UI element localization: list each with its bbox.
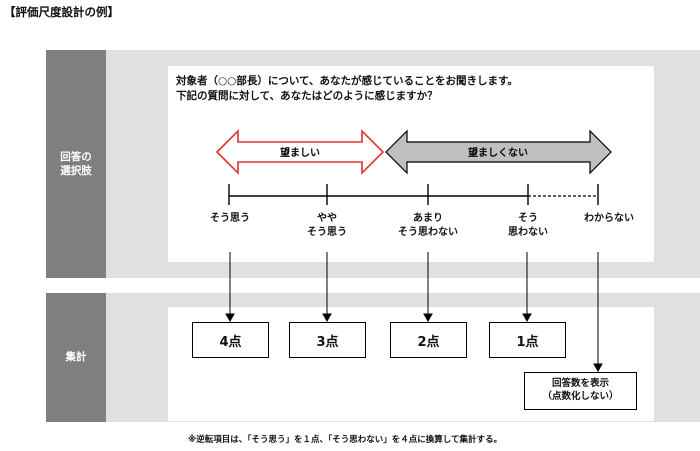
- option-agree-line: そう思う: [210, 213, 250, 224]
- score-box-1: 1点: [489, 322, 566, 358]
- flow-arrowhead: [522, 313, 532, 323]
- desirable-arrow-label: 望ましい: [280, 146, 320, 159]
- option-somewhat-agree-line-1: やや: [317, 213, 337, 224]
- footnote: ※逆転項目は、「そう思う」を１点、「そう思わない」を４点に換算して集計する。: [188, 435, 503, 445]
- response-count-box: 回答数を表示 （点数化しない）: [524, 372, 637, 410]
- tally-label-text: 集計: [65, 351, 87, 364]
- question-text: 対象者（○○部長）について、あなたが感じていることをお聞きします。 下記の質問に…: [176, 74, 518, 104]
- flow-arrowhead: [423, 313, 433, 323]
- flow-arrowhead: [322, 313, 332, 323]
- option-somewhat-agree: やや そう思う: [307, 212, 347, 239]
- option-dont-know-line: わからない: [584, 213, 634, 224]
- tally-section-label: 集計: [46, 293, 106, 422]
- answer-section-label: 回答の 選択肢: [46, 50, 106, 278]
- question-line-2: 下記の質問に対して、あなたはどのように感じますか？: [176, 90, 438, 103]
- response-count-line-2: （点数化しない）: [542, 391, 619, 402]
- answer-label-line-1: 回答の: [60, 150, 92, 163]
- score-box-2: 2点: [390, 322, 467, 358]
- question-line-1: 対象者（○○部長）について、あなたが感じていることをお聞きします。: [176, 75, 518, 87]
- page-title: 【評価尺度設計の例】: [4, 5, 119, 19]
- flow-arrowhead: [593, 363, 603, 373]
- score-box-4: 4点: [192, 322, 269, 358]
- option-somewhat-disagree-line-2: そう思わない: [398, 226, 458, 238]
- option-dont-know: わからない: [584, 212, 634, 226]
- answer-label-line-2: 選択肢: [60, 165, 92, 177]
- option-somewhat-disagree-line-1: あまり: [413, 213, 443, 224]
- option-agree: そう思う: [210, 212, 250, 226]
- option-disagree-line-1: そう: [518, 213, 538, 224]
- option-disagree-line-2: 思わない: [508, 226, 548, 238]
- question-panel: [168, 66, 654, 262]
- option-disagree: そう 思わない: [508, 212, 548, 239]
- undesirable-arrow: [385, 129, 612, 175]
- desirable-arrow: [215, 129, 385, 175]
- flow-arrowhead: [225, 313, 235, 323]
- option-somewhat-agree-line-2: そう思う: [307, 226, 347, 238]
- score-box-3: 3点: [289, 322, 366, 358]
- undesirable-arrow-label: 望ましくない: [468, 146, 528, 159]
- option-somewhat-disagree: あまり そう思わない: [398, 212, 458, 239]
- response-count-line-1: 回答数を表示: [551, 378, 609, 390]
